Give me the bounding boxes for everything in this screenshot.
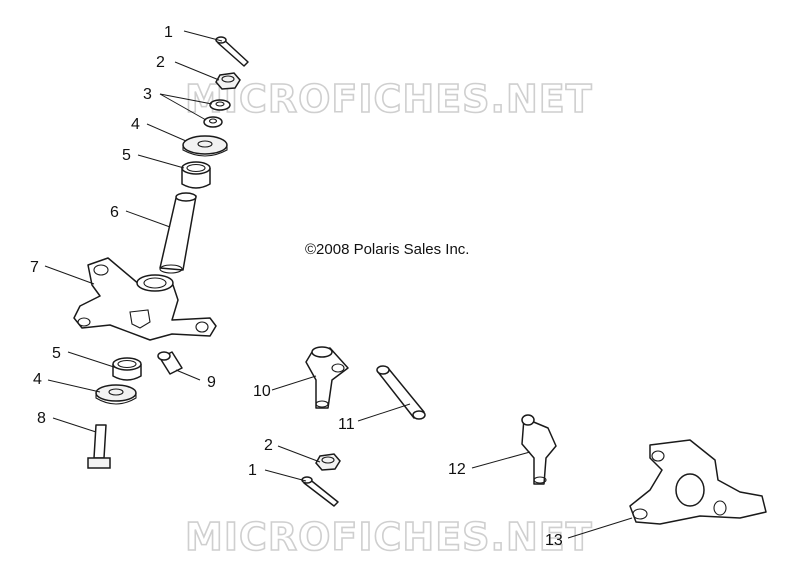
callout-2-bottom: 2 bbox=[264, 437, 273, 454]
callout-2-top: 2 bbox=[156, 54, 165, 71]
grease-fitting bbox=[157, 351, 183, 375]
callout-10: 10 bbox=[253, 383, 271, 400]
tie-rod-end-right bbox=[521, 414, 557, 485]
callout-5-top: 5 bbox=[122, 147, 131, 164]
callout-3: 3 bbox=[143, 86, 152, 103]
washers bbox=[203, 99, 231, 128]
copyright-text: ©2008 Polaris Sales Inc. bbox=[305, 241, 469, 258]
steering-housing bbox=[73, 257, 217, 341]
callout-13: 13 bbox=[545, 532, 563, 549]
sleeve-tube bbox=[159, 192, 197, 274]
callout-1-bottom: 1 bbox=[248, 462, 257, 479]
bolt bbox=[87, 424, 111, 469]
castle-nut-bottom bbox=[315, 453, 341, 471]
callout-5-bottom: 5 bbox=[52, 345, 61, 362]
callout-4-top: 4 bbox=[131, 116, 140, 133]
cotter-pin-top bbox=[215, 36, 249, 67]
callout-6: 6 bbox=[110, 204, 119, 221]
callout-9: 9 bbox=[207, 374, 216, 391]
cotter-pin-bottom bbox=[301, 476, 339, 507]
callout-1-top: 1 bbox=[164, 24, 173, 41]
dust-washer-top bbox=[182, 135, 228, 157]
leader-lines bbox=[44, 30, 633, 539]
watermark-top: MICROFICHES.NET bbox=[185, 77, 593, 121]
tie-rod-end-left bbox=[305, 346, 349, 409]
tie-rod-tube bbox=[376, 365, 426, 420]
callout-4-bottom: 4 bbox=[33, 371, 42, 388]
callout-8: 8 bbox=[37, 410, 46, 427]
callout-12: 12 bbox=[448, 461, 466, 478]
dust-washer-bottom bbox=[95, 384, 137, 405]
bushing-bottom bbox=[112, 357, 142, 381]
callout-7: 7 bbox=[30, 259, 39, 276]
castle-nut-top bbox=[215, 72, 241, 90]
watermark-bottom: MICROFICHES.NET bbox=[185, 515, 593, 559]
spindle bbox=[629, 439, 767, 525]
callout-11: 11 bbox=[338, 416, 355, 433]
bushing-top bbox=[181, 161, 211, 189]
